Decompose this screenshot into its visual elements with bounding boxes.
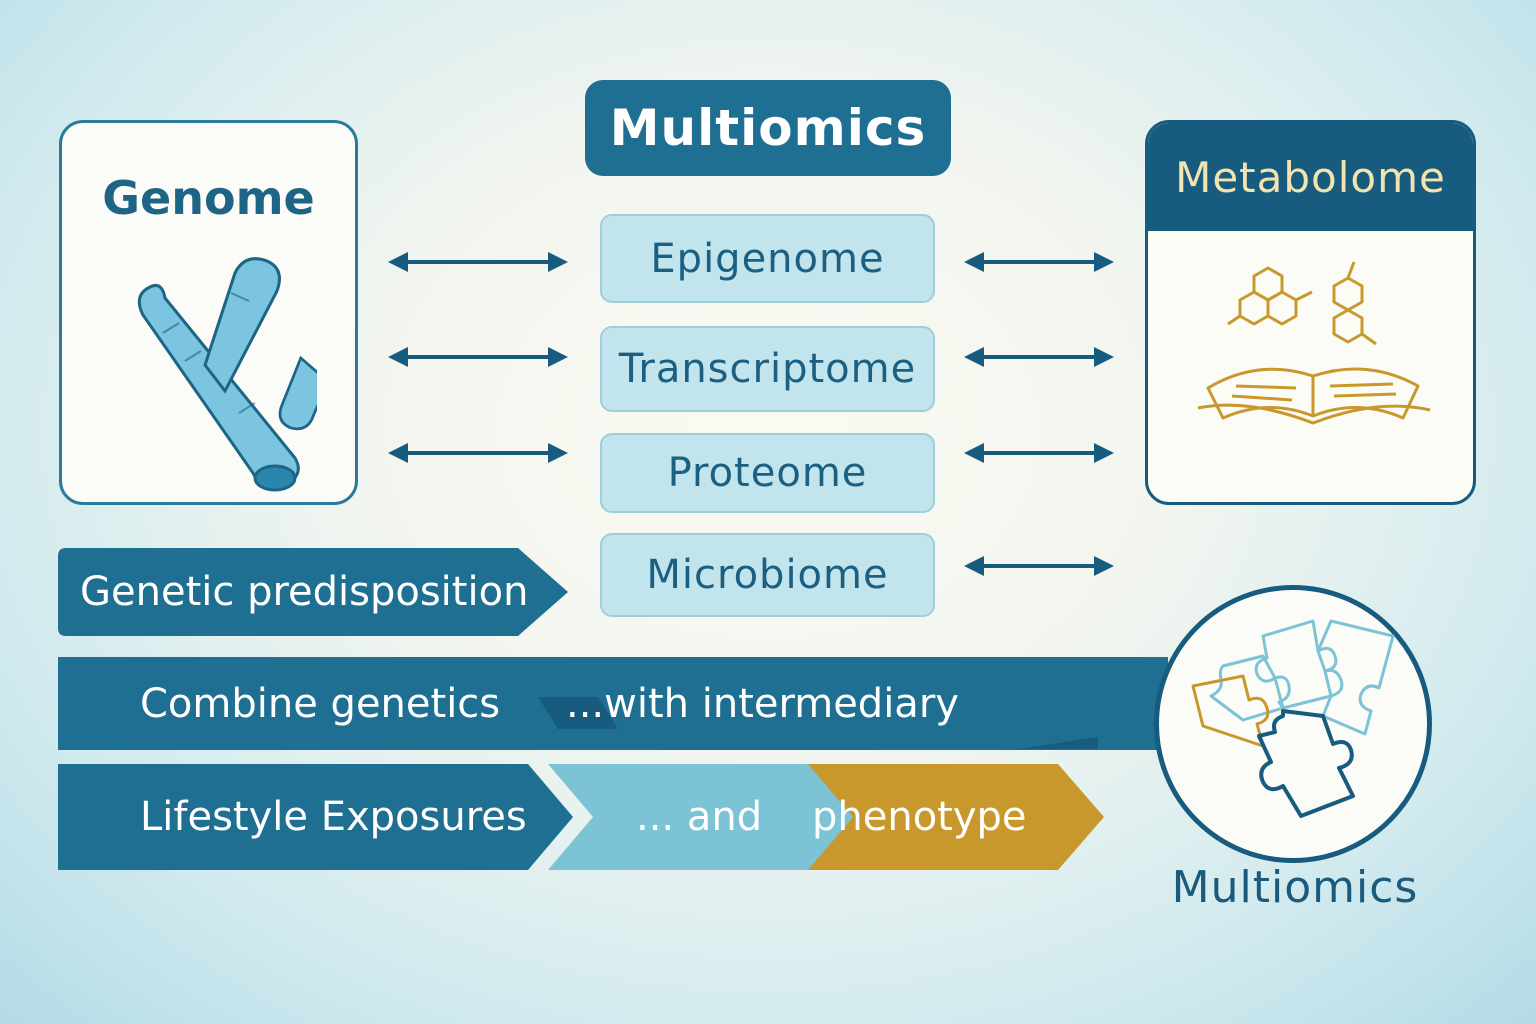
omics-box-microbiome: Microbiome [600, 533, 935, 617]
lifestyle-exposures-text: Lifestyle Exposures [140, 794, 527, 840]
puzzle-circle [1154, 585, 1432, 863]
omics-label: Microbiome [646, 552, 889, 598]
lifestyle-chevron-bar [58, 764, 1104, 870]
puzzle-caption: Multiomics [1171, 862, 1419, 913]
with-intermediary-text: ...with intermediary [566, 680, 959, 727]
metabolome-title: Metabolome [1148, 123, 1473, 231]
chromosome-icon [137, 257, 317, 492]
puzzle-icon [1191, 619, 1395, 818]
genetic-predisposition-arrow [58, 548, 568, 636]
genome-title: Genome [102, 171, 315, 225]
omics-label: Transcriptome [618, 346, 917, 392]
omics-label: Proteome [667, 450, 868, 496]
metabolome-card: Metabolome [1145, 120, 1476, 505]
phenotype-text: phenotype [812, 794, 1027, 840]
genetic-predisposition-text: Genetic predisposition [80, 569, 529, 615]
book-molecules-icon [1197, 261, 1431, 425]
combine-genetics-text: Combine genetics [140, 680, 501, 727]
title-text: Multiomics [609, 99, 927, 157]
title-box: Multiomics [585, 80, 951, 176]
omics-label: Epigenome [650, 235, 885, 282]
omics-box-epigenome: Epigenome [600, 214, 935, 303]
omics-box-transcriptome: Transcriptome [600, 326, 935, 412]
and-text: ... and [636, 794, 763, 840]
combine-bar [58, 657, 1168, 750]
genome-card: Genome [59, 120, 358, 505]
omics-box-proteome: Proteome [600, 433, 935, 513]
